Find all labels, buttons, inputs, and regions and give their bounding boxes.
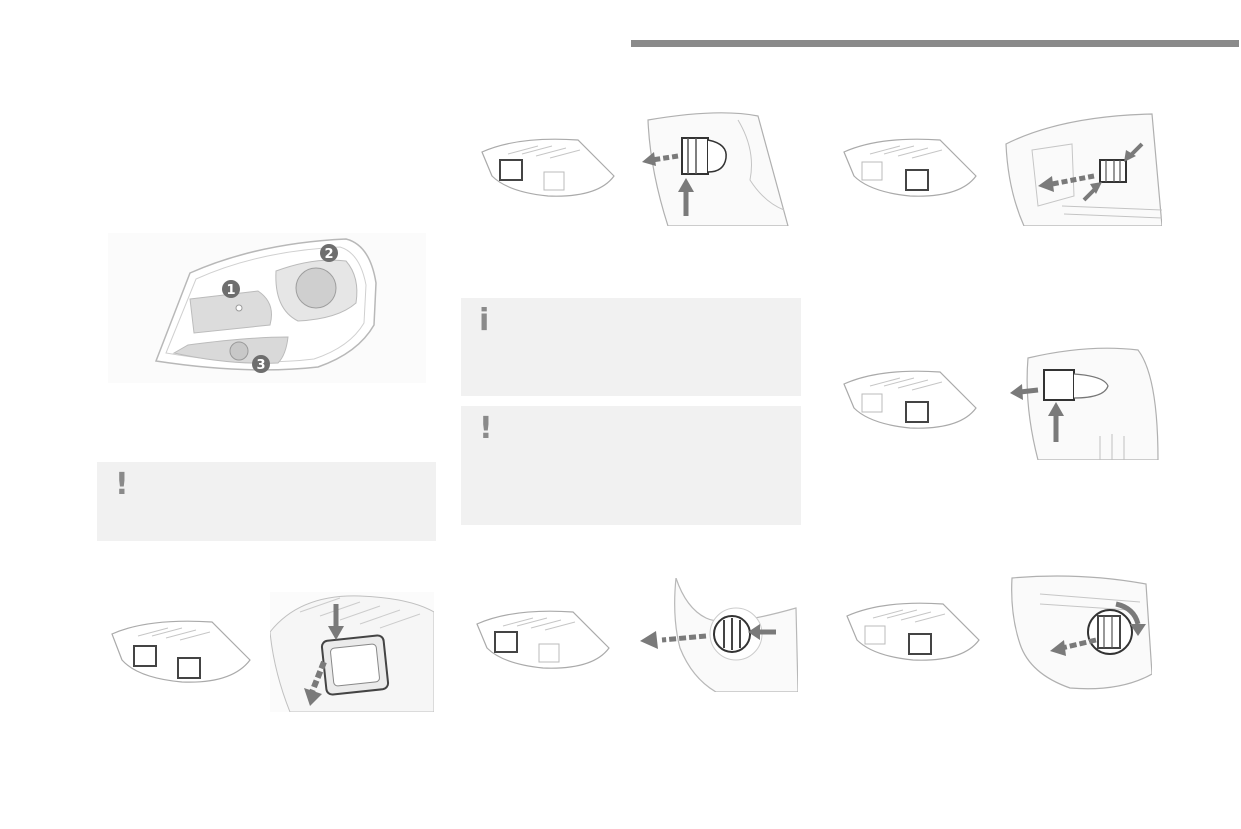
headlamp-overview-sketch xyxy=(478,132,620,204)
warning-box-middle: ! xyxy=(461,406,801,525)
bulb-rotate-detail xyxy=(1010,574,1152,692)
headlamp-overview-sketch xyxy=(473,604,615,676)
bulb-removal-detail xyxy=(1008,346,1160,460)
headlamp-overview-sketch xyxy=(840,132,982,204)
warning-icon: ! xyxy=(479,411,493,446)
headlamp-overview-sketch xyxy=(843,596,985,668)
warning-box-left: ! xyxy=(97,462,436,541)
bulb-removal-detail xyxy=(638,110,790,226)
connector-removal-detail xyxy=(1002,110,1162,226)
headlamp-overview-sketch xyxy=(108,614,256,690)
callout-1-label: 1 xyxy=(226,283,235,298)
info-icon: i xyxy=(479,303,490,338)
callout-2-label: 2 xyxy=(324,247,333,262)
headlamp-overview-sketch xyxy=(840,364,982,436)
headlamp-rear-diagram: 1 2 3 xyxy=(108,233,426,383)
cover-removal-detail xyxy=(270,592,434,712)
info-box-middle: i xyxy=(461,298,801,396)
callout-3-label: 3 xyxy=(256,358,265,373)
bulb-twist-detail xyxy=(636,578,798,692)
section-header-bar xyxy=(631,40,1239,47)
warning-icon: ! xyxy=(115,467,129,502)
